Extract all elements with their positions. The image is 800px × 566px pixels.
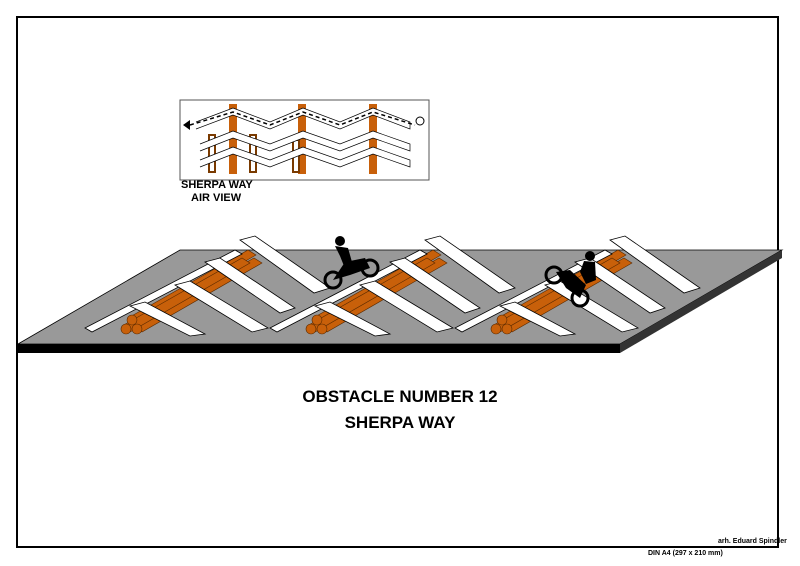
title-line1: OBSTACLE NUMBER 12 [302,387,498,406]
title-line2: SHERPA WAY [344,413,456,432]
air-view-inset [179,99,430,181]
paper-format-label: DIN A4 (297 x 210 mm) [648,550,723,557]
direction-arrow-icon [183,120,190,130]
motorcycle-wheelie-rider-icon [544,251,596,308]
drawing-frame [16,16,779,548]
motorcycle-icon [415,116,425,126]
author-label: arh. Eduard Spindler [718,538,787,545]
inset-label-line2: AIR VIEW [191,192,242,204]
inset-label-line1: SHERPA WAY [181,179,253,191]
motorcycle-rider-icon [323,236,380,290]
